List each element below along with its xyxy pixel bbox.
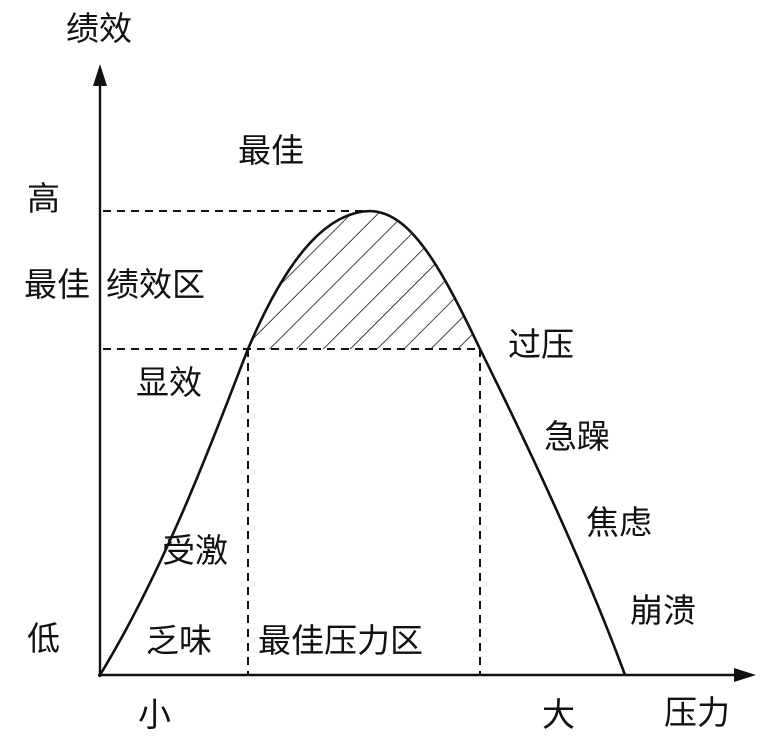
stage-effective: 显效 (136, 363, 202, 402)
stage-anxiety: 焦虑 (586, 503, 652, 542)
stage-collapse: 崩溃 (630, 591, 696, 630)
stage-overpressure: 过压 (508, 325, 574, 364)
performance-curve (98, 209, 627, 676)
stage-irritability: 急躁 (544, 417, 610, 456)
best-performance-label-b: 绩效区 (106, 265, 205, 304)
x-large-label: 大 (542, 695, 575, 734)
stage-boredom: 乏味 (146, 621, 212, 660)
y-axis-arrow (93, 64, 107, 86)
x-small-label: 小 (138, 695, 171, 734)
y-high-label: 高 (27, 179, 60, 218)
x-axis-arrow (734, 668, 756, 682)
x-axis-title: 压力 (664, 693, 730, 732)
y-axis-title: 绩效 (66, 9, 132, 48)
best-performance-label-a: 最佳 (24, 265, 90, 304)
peak-label: 最佳 (238, 131, 304, 170)
best-pressure-zone-label: 最佳压力区 (258, 621, 423, 660)
y-low-label: 低 (27, 619, 60, 658)
stage-stimulated: 受激 (162, 531, 228, 570)
